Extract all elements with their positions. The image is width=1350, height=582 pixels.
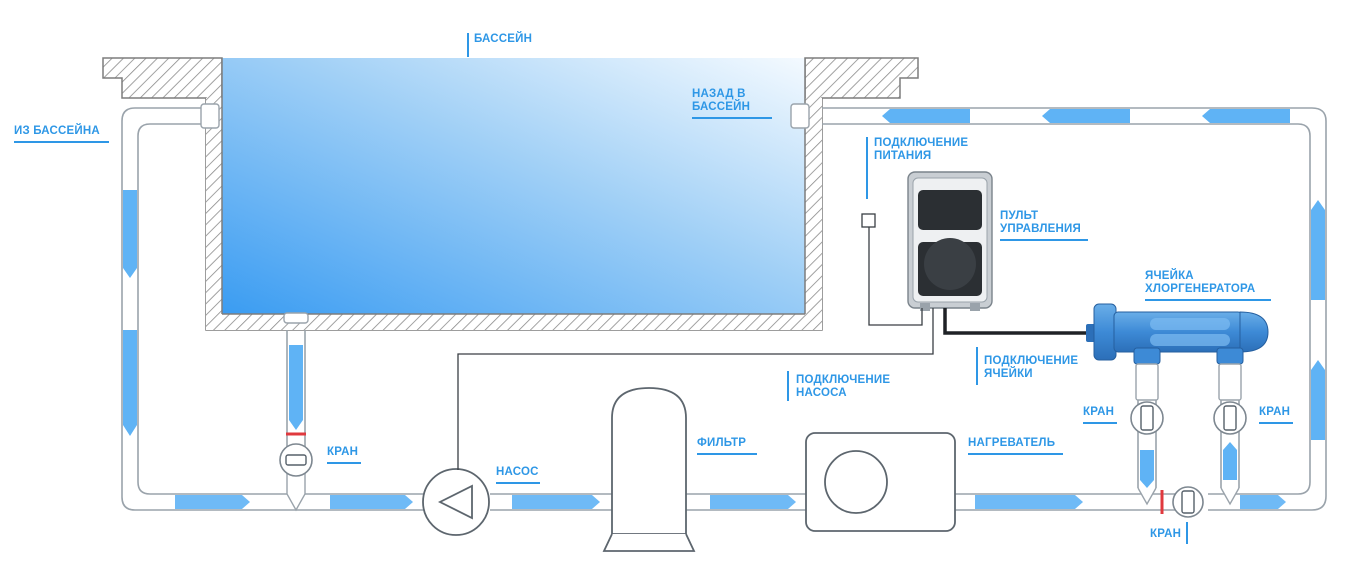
flow-arrow-icon: [330, 495, 413, 509]
control-panel-icon: [907, 171, 993, 311]
heater-icon: [805, 432, 956, 532]
valve-bypass-tick: [1186, 522, 1188, 544]
chlorinator-cell-icon: [1086, 303, 1269, 365]
flow-arrow-icon: [1140, 450, 1154, 488]
cell-connection-tick: [976, 347, 978, 385]
valve-cell-left-label: КРАН: [1083, 406, 1117, 424]
flow-arrow-icon: [289, 345, 303, 430]
pump-label: НАСОС: [496, 466, 540, 484]
heater-label: НАГРЕВАТЕЛЬ: [968, 437, 1063, 455]
flow-arrow-icon: [123, 190, 137, 278]
valve-icon: [1213, 363, 1247, 506]
pump-connection-label: ПОДКЛЮЧЕНИЕ НАСОСА: [796, 374, 891, 399]
power-plug-icon: [861, 213, 876, 228]
cell-connection-label: ПОДКЛЮЧЕНИЕ ЯЧЕЙКИ: [984, 355, 1079, 380]
valve-bypass-label: КРАН: [1150, 528, 1182, 540]
flow-arrow-icon: [1311, 200, 1325, 300]
flow-arrow-icon: [1240, 495, 1286, 509]
filter-label: ФИЛЬТР: [697, 437, 757, 455]
flow-arrow-icon: [1311, 360, 1325, 440]
power-connection-label: ПОДКЛЮЧЕНИЕ ПИТАНИЯ: [874, 137, 969, 162]
flow-arrow-icon: [512, 495, 600, 509]
pool-label-tick: [467, 33, 469, 57]
valve-icon: [1160, 486, 1204, 518]
back-to-pool-label: НАЗАД В БАССЕЙН: [692, 88, 772, 119]
flow-arrows: [123, 109, 1325, 509]
flow-arrow-icon: [123, 330, 137, 436]
filter-tank-icon: [602, 387, 696, 552]
flow-arrow-icon: [710, 495, 796, 509]
control-panel-label: ПУЛЬТ УПРАВЛЕНИЯ: [1000, 210, 1088, 241]
pool-wall: [102, 57, 919, 331]
pump-icon: [422, 468, 490, 536]
cell-cable: [943, 308, 1088, 335]
valve-left-label: КРАН: [327, 446, 361, 464]
power-label-tick: [866, 137, 868, 199]
pool-water: [222, 58, 805, 314]
flow-arrow-icon: [175, 495, 250, 509]
flow-arrow-icon: [1042, 109, 1130, 123]
valve-cell-right-label: КРАН: [1259, 406, 1293, 424]
pump-cable: [457, 308, 934, 470]
power-cable: [868, 222, 923, 326]
flow-arrow-icon: [882, 109, 970, 123]
from-pool-label: ИЗ БАССЕЙНА: [14, 125, 109, 143]
pipe-from-pool: [121, 107, 424, 511]
valve-icon: [279, 432, 313, 512]
flow-arrow-icon: [975, 495, 1083, 509]
chlorinator-cell-label: ЯЧЕЙКА ХЛОРГЕНЕРАТОРА: [1145, 270, 1271, 301]
pool-label: БАССЕЙН: [474, 33, 533, 45]
valve-icon: [1130, 363, 1164, 506]
flow-arrow-icon: [1202, 109, 1290, 123]
pump-connection-tick: [787, 371, 789, 401]
flow-arrow-icon: [1223, 442, 1237, 480]
